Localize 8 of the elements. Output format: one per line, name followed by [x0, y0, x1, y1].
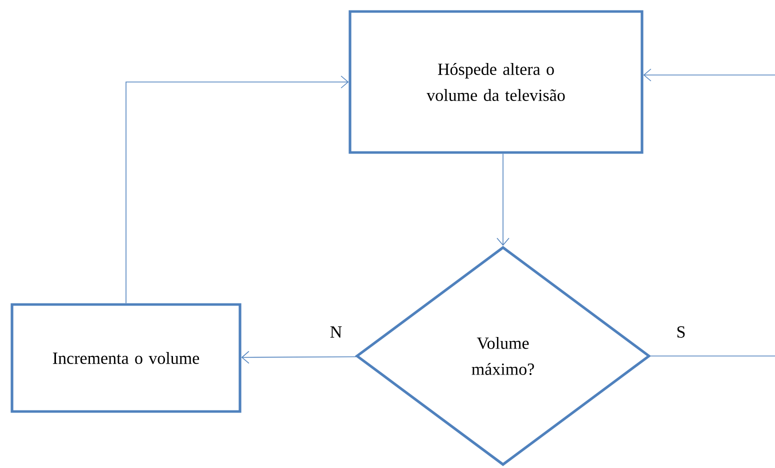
arrow: [496, 153, 510, 246]
arrow: [241, 350, 357, 364]
process-box: Hóspede altera o volume da televisão: [348, 10, 644, 154]
arrow: [643, 68, 775, 82]
arrow: [126, 76, 349, 304]
edge-label: S: [675, 325, 687, 339]
edge-label: N: [328, 325, 344, 339]
process-box: Incrementa o volume: [10, 303, 242, 413]
